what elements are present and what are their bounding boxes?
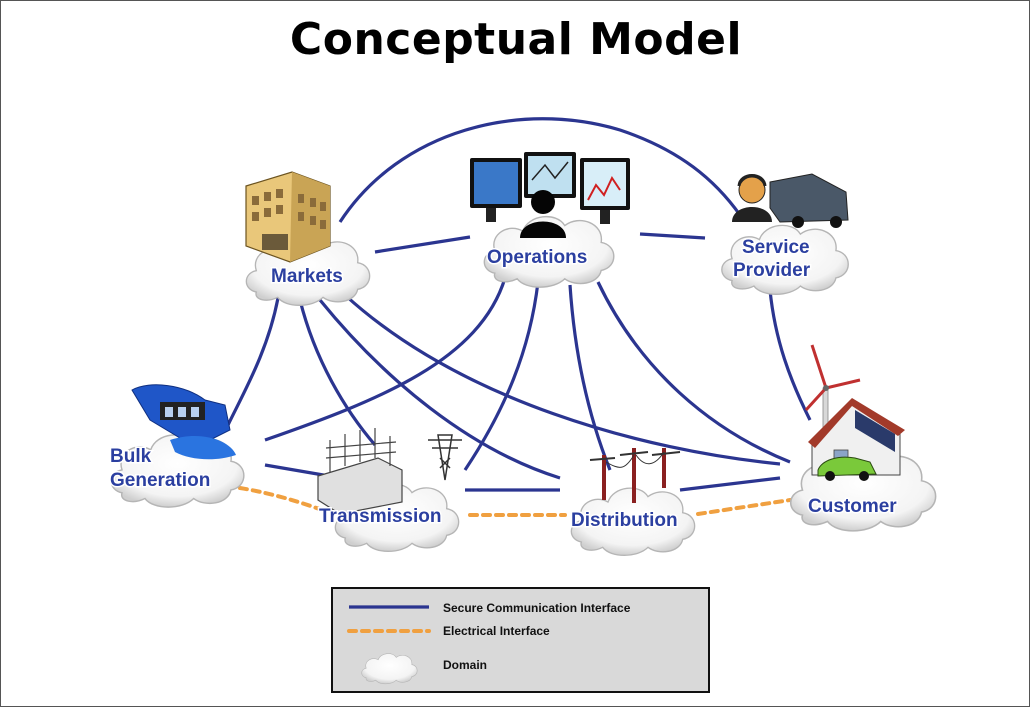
legend-swatches [347, 605, 431, 685]
utility-pole-icon [589, 448, 681, 503]
transmission-tower-icon [428, 434, 462, 481]
link-operations-customer [596, 281, 791, 464]
legend-communication-label: Secure Communication Interface [443, 601, 631, 615]
link-markets-transmission [298, 299, 377, 447]
link-operations-distribution [568, 284, 612, 471]
page-title: Conceptual Model [289, 14, 743, 65]
bulk-generation-label-line1: Bulk [110, 446, 152, 467]
legend: Secure Communication Interface Electrica… [331, 587, 710, 693]
link-serviceprovider-customer [768, 289, 812, 421]
link-markets-serviceprovider [338, 117, 742, 223]
elec-distribution-customer [696, 498, 792, 516]
link-operations-bulk [264, 277, 507, 442]
distribution-label: Distribution [571, 510, 678, 531]
link-operations-serviceprovider [639, 232, 706, 240]
operations-label: Operations [487, 247, 587, 268]
operations-monitors-icon [470, 152, 630, 238]
customer-label: Customer [808, 496, 897, 517]
service-provider-icon [732, 173, 849, 228]
domain-labels: Markets Operations Service Provider Bulk… [109, 236, 899, 533]
electric-car-icon [817, 456, 877, 481]
electrical-links [238, 486, 792, 517]
link-distribution-customer [679, 476, 781, 492]
bulk-generation-label-line2: Generation [110, 470, 210, 491]
markets-label: Markets [271, 266, 343, 287]
house-icon [808, 398, 905, 476]
link-markets-bulk [226, 297, 280, 426]
elec-bulk-transmission [238, 486, 324, 512]
market-building-icon [245, 171, 331, 263]
link-operations-transmission [463, 281, 540, 471]
legend-domain-cloud [361, 653, 418, 685]
transmission-label: Transmission [319, 506, 442, 527]
service-provider-label-line2: Provider [733, 260, 811, 281]
dam-icon [131, 384, 236, 460]
link-markets-distribution [318, 298, 561, 480]
legend-domain-label: Domain [443, 658, 488, 672]
service-provider-label-line1: Service [742, 237, 810, 258]
communication-links [226, 117, 812, 492]
wind-turbine-icon [804, 344, 861, 449]
substation-icon [317, 428, 403, 515]
link-markets-customer [343, 293, 781, 466]
legend-electrical-label: Electrical Interface [443, 624, 550, 638]
link-markets-operations [374, 235, 471, 254]
